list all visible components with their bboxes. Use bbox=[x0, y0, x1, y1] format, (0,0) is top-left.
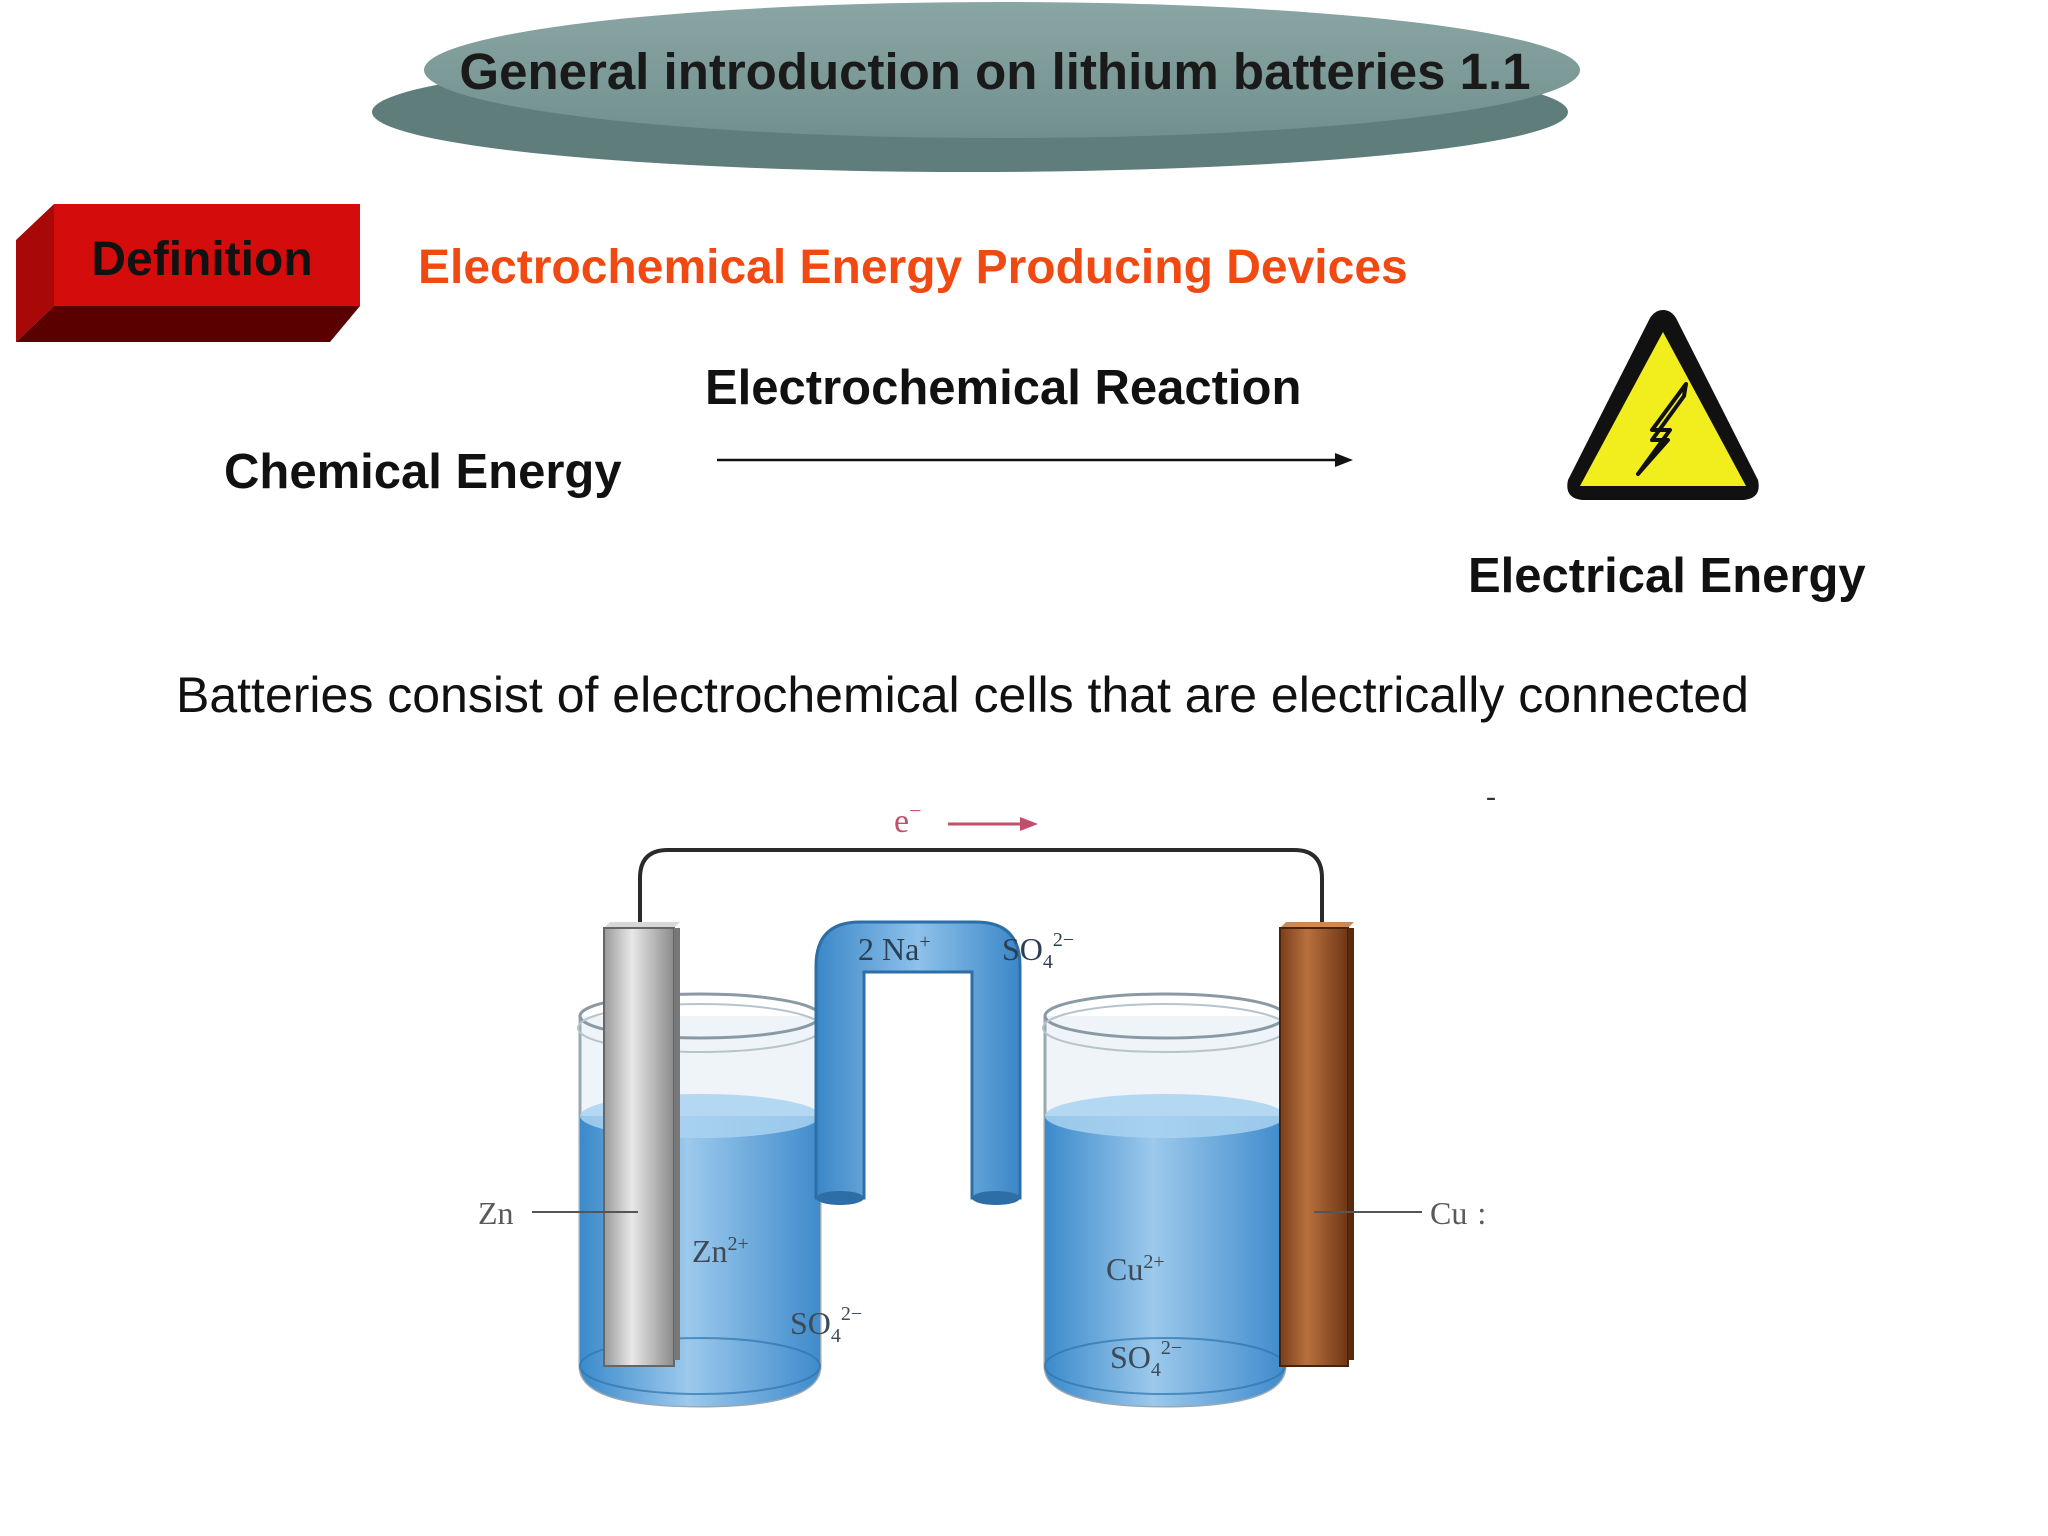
definition-label: Definition bbox=[91, 233, 313, 286]
zinc-electrode bbox=[603, 922, 680, 1367]
right-sulfate-label: SO42− bbox=[1110, 1337, 1182, 1381]
copper-ion-label: Cu2+ bbox=[1106, 1251, 1165, 1287]
definition-tag bbox=[16, 204, 360, 342]
left-sulfate-label: SO42− bbox=[790, 1303, 862, 1347]
galvanic-cell-diagram: e− 2 Na+ SO42− Zn Cu: Zn2+ bbox=[478, 780, 1496, 1408]
high-voltage-warning-icon bbox=[1567, 310, 1759, 500]
subtitle: Electrochemical Energy Producing Devices bbox=[418, 241, 1408, 294]
external-wire bbox=[638, 848, 1324, 928]
title-banner bbox=[372, 2, 1580, 172]
zinc-electrode-label: Zn bbox=[478, 1195, 514, 1231]
output-energy-label: Electrical Energy bbox=[1468, 549, 1866, 603]
copper-electrode-label: Cu: bbox=[1430, 1195, 1486, 1231]
stray-mark: - bbox=[1486, 780, 1496, 813]
copper-electrode bbox=[1279, 922, 1354, 1367]
electron-label: e− bbox=[894, 798, 922, 840]
right-beaker bbox=[1042, 992, 1288, 1408]
body-text: Batteries consist of electrochemical cel… bbox=[176, 667, 1749, 723]
input-energy-label: Chemical Energy bbox=[224, 445, 622, 499]
salt-bridge-anion-label: SO42− bbox=[1002, 929, 1074, 973]
electron-arrow-head bbox=[1020, 817, 1038, 831]
slide-title: General introduction on lithium batterie… bbox=[459, 43, 1531, 100]
salt-bridge-cation-label: 2 Na+ bbox=[858, 931, 931, 967]
reaction-label: Electrochemical Reaction bbox=[705, 361, 1302, 415]
zinc-ion-label: Zn2+ bbox=[692, 1233, 749, 1269]
arrow-right-icon bbox=[717, 453, 1353, 467]
